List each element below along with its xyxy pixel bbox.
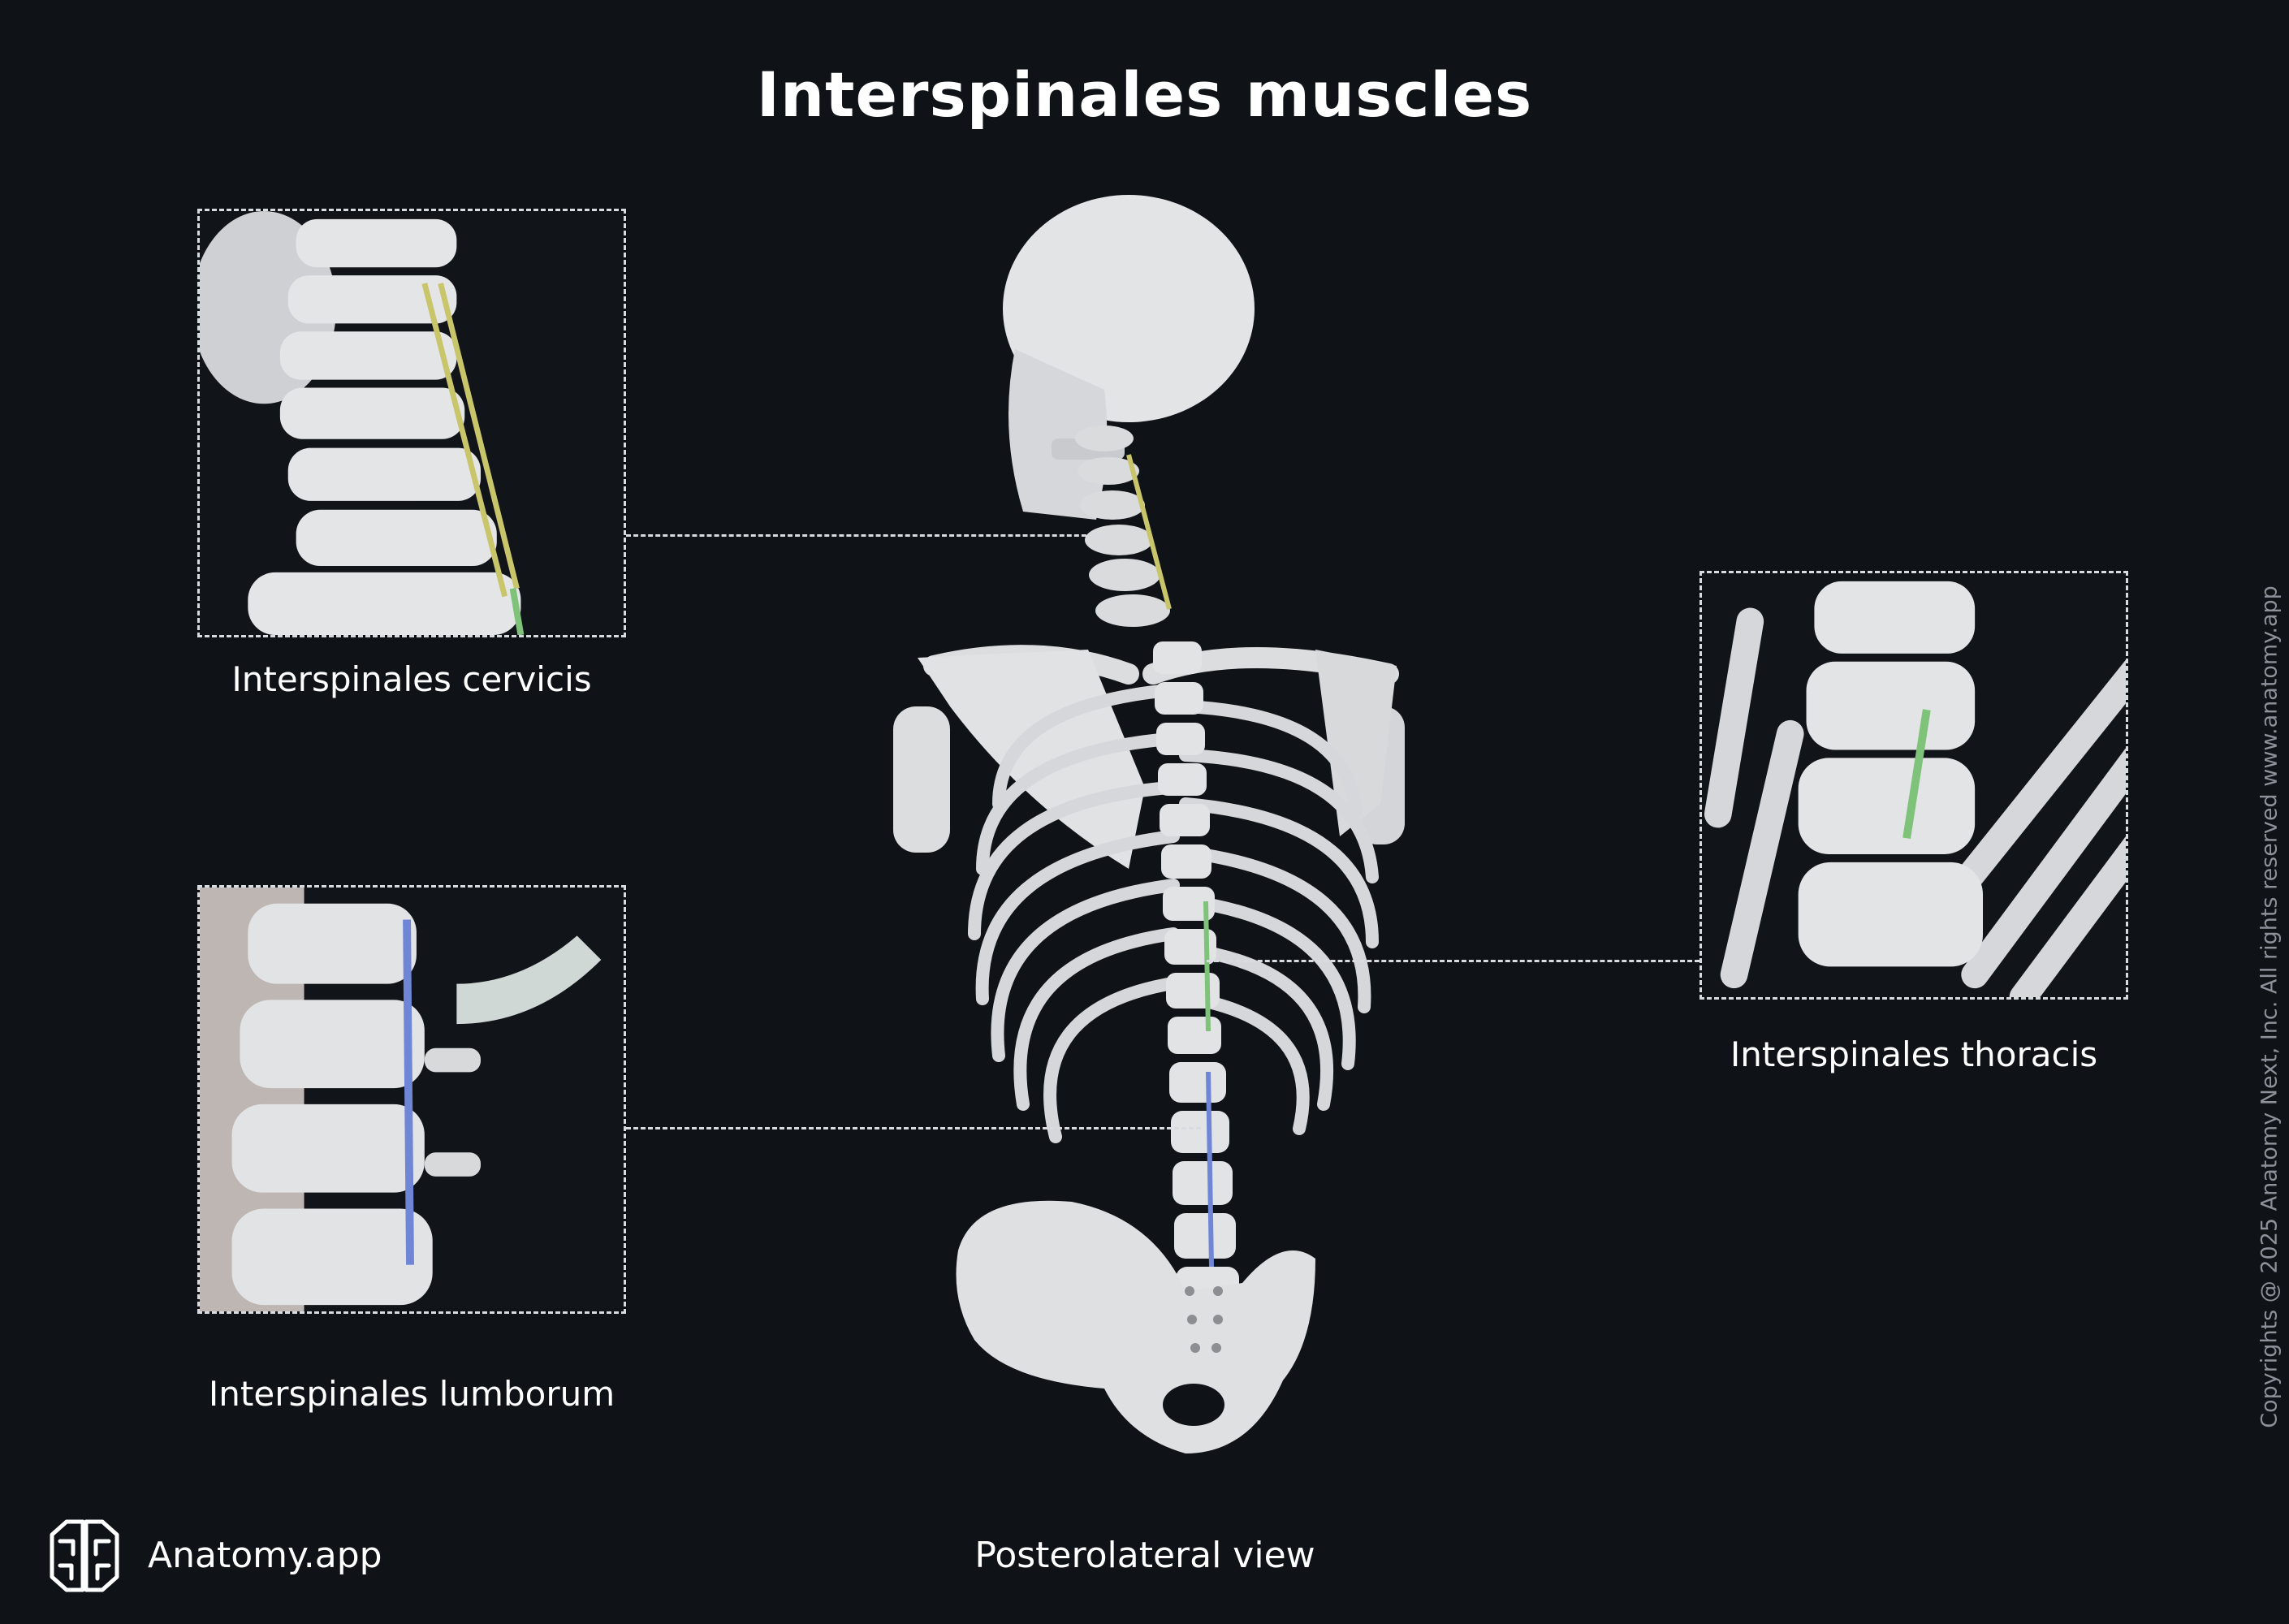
leader-line-thoracis bbox=[1207, 960, 1699, 962]
thoracic-lumbar-spine bbox=[1153, 641, 1239, 1314]
view-caption: Posterolateral view bbox=[974, 1535, 1315, 1576]
inset-lumborum bbox=[197, 885, 626, 1314]
brand[interactable]: Anatomy.app bbox=[42, 1515, 383, 1596]
label-thoracis: Interspinales thoracis bbox=[1730, 1034, 2098, 1074]
inset-thoracis bbox=[1699, 571, 2128, 1000]
brand-name: Anatomy.app bbox=[148, 1535, 382, 1576]
cervical-spine bbox=[1075, 425, 1170, 627]
brain-logo-icon bbox=[50, 1519, 119, 1592]
pelvis bbox=[956, 1200, 1315, 1453]
rib-cage bbox=[968, 684, 1379, 1143]
humerus-left bbox=[893, 706, 950, 853]
skeleton-illustration bbox=[861, 187, 1429, 1502]
obturator-foramen bbox=[1163, 1384, 1224, 1426]
leader-line-cervicis bbox=[626, 534, 1101, 537]
lumborum-muscle-strip bbox=[1206, 1071, 1214, 1268]
inset-cervicis bbox=[197, 209, 626, 637]
scapula-right bbox=[1315, 650, 1397, 836]
copyright-text: Copyrights @ 2025 Anatomy Next, Inc. All… bbox=[2257, 585, 2283, 1428]
scapula-left bbox=[918, 650, 1145, 869]
page-title: Interspinales muscles bbox=[756, 58, 1533, 131]
leader-line-lumborum bbox=[626, 1127, 1201, 1129]
skull bbox=[1003, 195, 1255, 422]
sacral-foramina bbox=[1185, 1286, 1223, 1353]
label-cervicis: Interspinales cervicis bbox=[231, 659, 592, 699]
label-lumborum: Interspinales lumborum bbox=[208, 1374, 615, 1414]
cervicis-muscle-strip bbox=[1126, 454, 1172, 610]
thoracis-muscle-strip bbox=[1203, 901, 1211, 1032]
